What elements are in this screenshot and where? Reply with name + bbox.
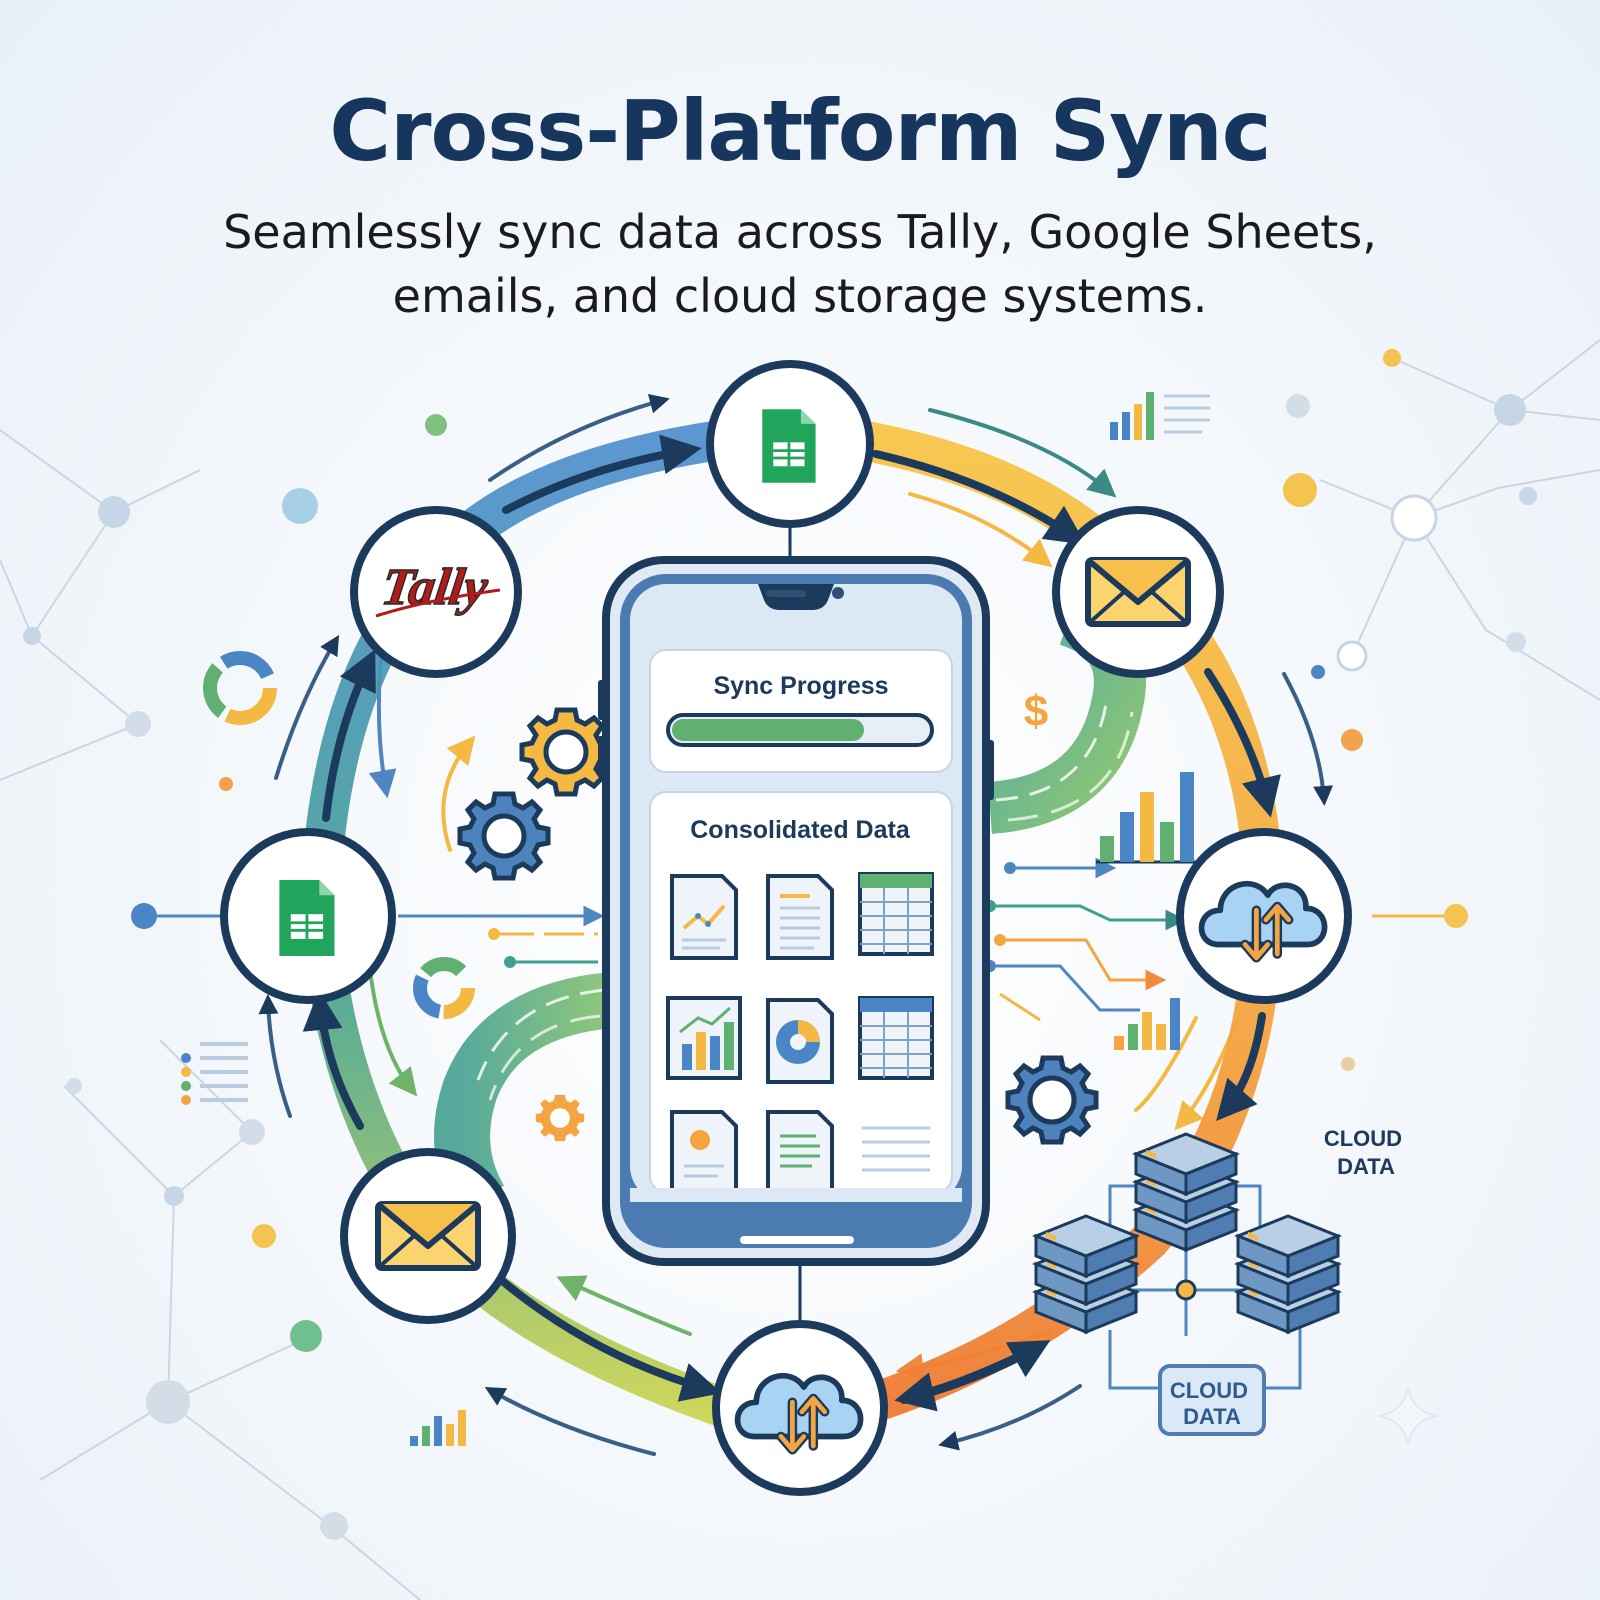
list-icon — [181, 1042, 248, 1105]
envelope-icon — [1088, 560, 1188, 624]
gear-icon — [535, 1094, 585, 1142]
sync-progress-card: Sync Progress — [649, 649, 953, 773]
bar-chart-icon — [410, 1410, 466, 1446]
node-tally: Tally — [350, 506, 522, 678]
background-nodes — [23, 349, 1537, 1540]
node-cloud-bottom — [712, 1320, 888, 1496]
sync-progress-title: Sync Progress — [713, 672, 888, 700]
bar-chart-icon — [1096, 772, 1196, 864]
node-cloud-right — [1176, 828, 1352, 1004]
server-stack-icon — [1136, 1134, 1236, 1250]
node-google-sheets-top — [706, 360, 874, 528]
text-lines-icon — [862, 1126, 930, 1172]
cloud-data-badge: CLOUD DATA — [1170, 1378, 1254, 1429]
server-stack-icon — [1238, 1216, 1338, 1332]
server-stack-icon — [1036, 1216, 1136, 1332]
google-sheets-icon — [760, 407, 817, 485]
document-text-icon — [766, 874, 834, 960]
envelope-icon — [378, 1204, 478, 1268]
node-email-top-right — [1052, 506, 1224, 678]
tally-logo: Tally — [378, 558, 492, 616]
document-image-icon — [670, 1110, 738, 1192]
sync-progress-fill — [672, 719, 864, 741]
node-google-sheets-left — [220, 828, 396, 1004]
donut-chart-icon — [203, 651, 277, 725]
data-stream-bottom-left — [434, 972, 615, 1215]
sparkle-icon — [1377, 1385, 1439, 1447]
google-sheets-icon — [277, 878, 336, 958]
gear-icon — [522, 710, 610, 794]
ring-direction-arrows — [302, 434, 1281, 1412]
gear-icon — [1008, 1058, 1096, 1142]
bar-chart-icon — [1114, 998, 1180, 1050]
node-email-bottom-left — [340, 1148, 516, 1324]
consolidated-data-title: Consolidated Data — [690, 816, 911, 844]
page-title: Cross-Platform Sync — [329, 82, 1271, 180]
document-pie-chart-icon — [766, 998, 834, 1084]
bar-chart-icon — [1110, 392, 1210, 440]
svg-text:$: $ — [1024, 687, 1048, 736]
cloud-data-label: CLOUD DATA — [1324, 1126, 1408, 1179]
cloud-data-cluster: CLOUD DATA CLOUD DATA — [1036, 1126, 1408, 1436]
spreadsheet-icon — [858, 996, 934, 1080]
donut-chart-icon — [413, 957, 475, 1019]
spreadsheet-icon — [858, 872, 934, 956]
document-line-chart-icon — [670, 874, 738, 960]
consolidated-data-card: Consolidated Data — [630, 791, 962, 1202]
page-subtitle: Seamlessly sync data across Tally, Googl… — [223, 205, 1377, 323]
gear-icon — [460, 794, 548, 878]
document-bar-chart-icon — [666, 996, 742, 1080]
document-text-icon — [766, 1110, 834, 1192]
dollar-icon: $ — [1024, 687, 1048, 736]
